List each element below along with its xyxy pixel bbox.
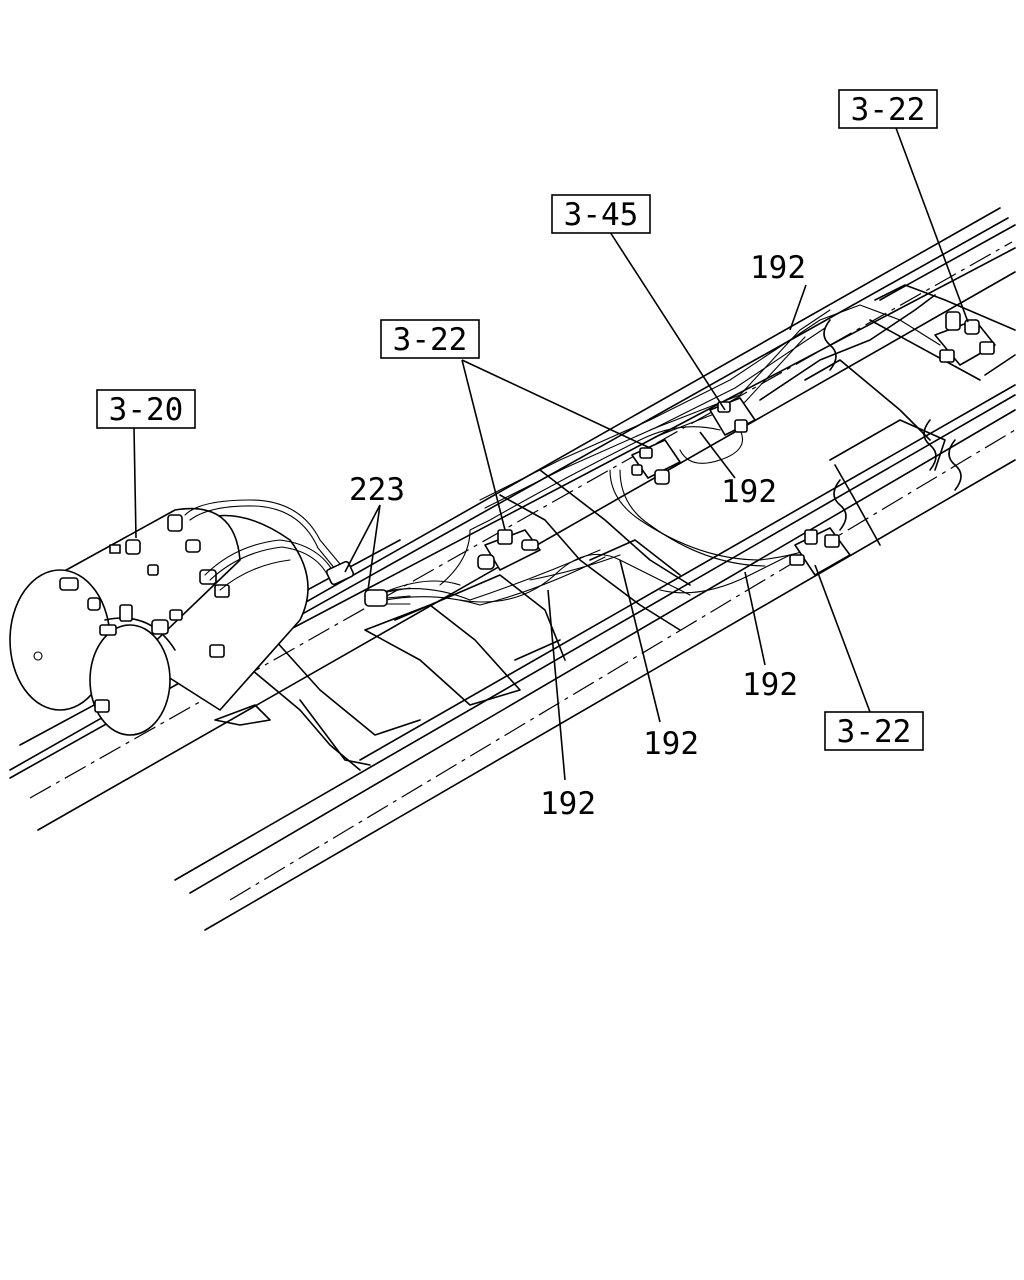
ref-label-3-20: 3-20 (109, 392, 184, 428)
valve-3-45 (709, 397, 756, 436)
reference-boxes: 3-20 3-22 3-45 3-22 3-22 (96, 89, 938, 751)
valve-center (477, 529, 541, 571)
valve-top-right (934, 311, 996, 366)
valve-middle (631, 439, 681, 485)
callout-192-mid: 192 (721, 474, 777, 510)
ref-label-3-22-bottom: 3-22 (837, 714, 912, 750)
callout-223: 223 (349, 472, 405, 508)
ref-box-3-22-center: 3-22 (380, 319, 480, 359)
callout-192-right: 192 (742, 667, 798, 703)
ref-label-3-45: 3-45 (564, 197, 639, 233)
ref-box-3-45: 3-45 (551, 194, 651, 234)
valve-bottom-right (789, 527, 851, 576)
valves (325, 311, 996, 607)
callout-192-bottom: 192 (540, 786, 596, 822)
air-lines (184, 304, 941, 606)
callout-192-top: 192 (750, 250, 806, 286)
part-callouts: 223 192 192 192 192 192 (349, 250, 806, 822)
ref-label-3-22-top: 3-22 (851, 92, 926, 128)
crossmembers (214, 284, 1016, 771)
ref-box-3-20: 3-20 (96, 389, 196, 429)
air-tanks (9, 507, 309, 736)
ref-label-3-22-center: 3-22 (393, 322, 468, 358)
callout-192-center: 192 (643, 726, 699, 762)
ref-box-3-22-top: 3-22 (838, 89, 938, 129)
tank-fittings (59, 514, 230, 713)
ref-box-3-22-bottom: 3-22 (824, 711, 924, 751)
leader-lines (133, 127, 969, 781)
